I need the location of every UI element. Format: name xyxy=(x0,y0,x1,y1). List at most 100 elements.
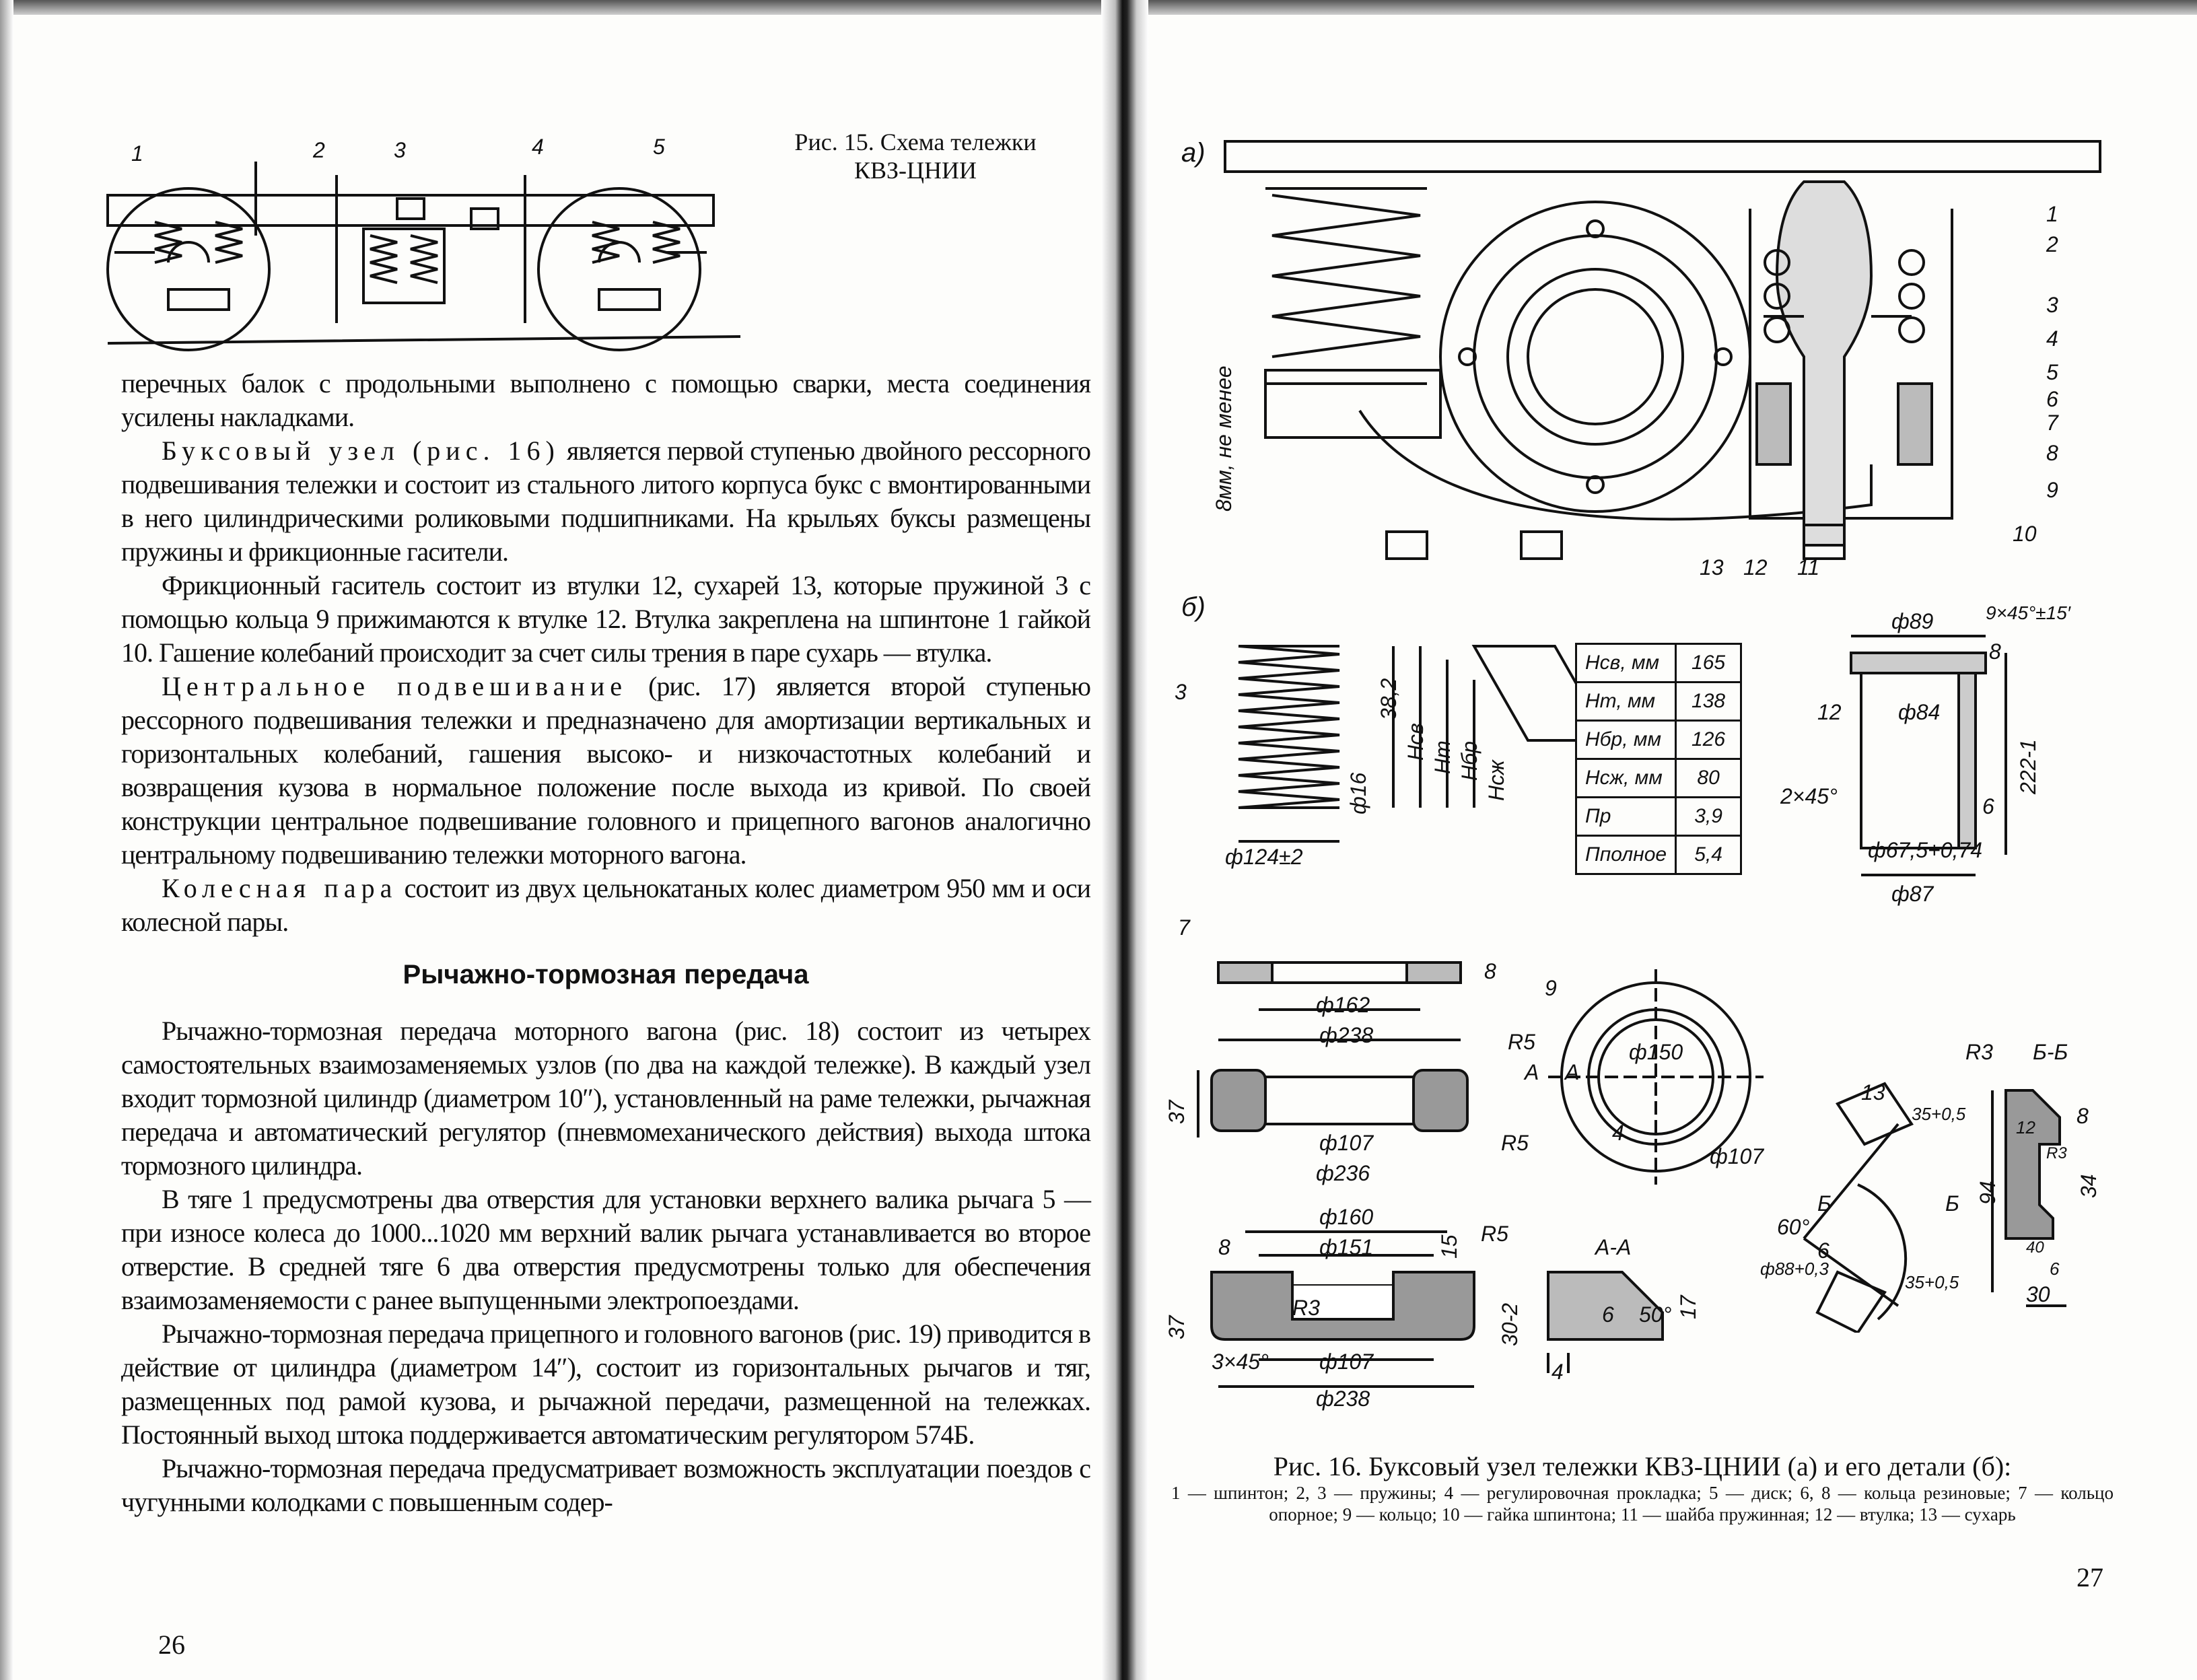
fig16b-letter: б) xyxy=(1181,592,1206,622)
bushing-drawing xyxy=(1850,635,2007,876)
fig15-bogie-diagram xyxy=(106,162,741,351)
section-bb-label: 35+0,5 xyxy=(1912,1104,1966,1124)
spring-label: Hбр xyxy=(1457,741,1481,781)
ring8-label: 15 xyxy=(1437,1234,1461,1259)
section-bb-label: R3 xyxy=(1965,1040,1993,1064)
paragraph: Центральное подвешивание (рис. 17) являе… xyxy=(121,670,1091,872)
section-heading: Рычажно-тормозная передача xyxy=(403,960,809,989)
param-name: Hт, мм xyxy=(1574,681,1677,722)
ring7-label: 7 xyxy=(1178,915,1190,940)
ring8-label: ф151 xyxy=(1319,1235,1374,1259)
fig15-caption-line2: КВЗ-ЦНИИ xyxy=(853,157,977,184)
ring9-drawing xyxy=(1548,969,1764,1185)
fig16a-letter: а) xyxy=(1181,138,1206,168)
section-bb-label: 12 xyxy=(2016,1117,2035,1138)
spring-label: 3 xyxy=(1175,680,1187,704)
book-spine xyxy=(1101,0,1148,1680)
fig16a-label: 11 xyxy=(1797,555,1820,580)
paragraph: Рычажно-тормозная передача прицепного и … xyxy=(121,1319,1091,1450)
left-page-text: перечных балок с продольными выполнено с… xyxy=(121,367,1091,1519)
fig16a-label: 4 xyxy=(2046,326,2058,351)
ring8-label: ф107 xyxy=(1319,1350,1374,1374)
ring7-label: ф107 xyxy=(1319,1131,1374,1155)
spaced-term: Буксовый узел (рис. 16) xyxy=(162,435,560,466)
fig15-label: 4 xyxy=(532,135,544,159)
section-aa-label: 17 xyxy=(1676,1295,1700,1319)
bushing-label: 9×45°±15′ xyxy=(1986,602,2071,623)
fig15-label: 3 xyxy=(394,138,406,162)
paragraph: Колесная пара состоит из двух цельноката… xyxy=(121,872,1091,939)
param-value: 3,9 xyxy=(1675,796,1743,837)
fig16a-gap-note: 8мм, не менее xyxy=(1212,365,1236,512)
paragraph: Фрикционный гаситель состоит из втулки 1… xyxy=(121,570,1091,668)
fig15-label: 5 xyxy=(653,135,665,159)
section-bb-label: Б xyxy=(1817,1191,1832,1216)
spring-label: Hсв xyxy=(1403,723,1428,761)
bushing-label: 6 xyxy=(1982,794,1994,818)
fig16b-spring-drawing xyxy=(1238,645,1575,843)
section-bb-label: Б-Б xyxy=(2033,1040,2068,1064)
ring7-label: R5 xyxy=(1501,1131,1529,1155)
section-bb-label: 6 xyxy=(1817,1238,1829,1263)
page-number-left: 26 xyxy=(158,1630,185,1660)
section-aa-label: 50° xyxy=(1639,1302,1672,1327)
fig16-caption: Рис. 16. Буксовый узел тележки КВЗ-ЦНИИ … xyxy=(1171,1450,2114,1525)
section-bb-label: 6 xyxy=(2050,1259,2060,1279)
ring7-label: ф162 xyxy=(1316,993,1370,1017)
page-number-right: 27 xyxy=(2077,1562,2103,1593)
paragraph-text: (рис. 17) является второй ступенью рессо… xyxy=(121,671,1091,870)
ring8-label: ф160 xyxy=(1319,1205,1374,1229)
ring9-label: A xyxy=(1525,1060,1539,1084)
fig15-label: 1 xyxy=(131,141,143,166)
bushing-label: ф84 xyxy=(1898,700,1941,724)
bushing-label: ф67,5+0,74 xyxy=(1868,838,1982,862)
bushing-label: 2×45° xyxy=(1780,784,1838,808)
bushing-label: 12 xyxy=(1817,700,1842,724)
fig16a-label: 7 xyxy=(2046,411,2058,435)
section-bb-drawing xyxy=(1803,1082,2066,1333)
paragraph: В тяге 1 предусмотрены два отверстия для… xyxy=(121,1184,1091,1315)
spring-label: Hсж xyxy=(1484,760,1508,801)
param-name: Hсв, мм xyxy=(1574,643,1677,683)
section-bb-label: Б xyxy=(1945,1191,1959,1216)
ring8-label: ф238 xyxy=(1316,1387,1370,1411)
section-bb-label: 60° xyxy=(1777,1215,1810,1239)
param-value: 80 xyxy=(1675,758,1743,798)
ring7-label: 8 xyxy=(1484,959,1496,983)
scan-top-edge xyxy=(0,0,2197,15)
section-bb-label: R3 xyxy=(2046,1144,2067,1162)
bushing-label: ф87 xyxy=(1891,882,1934,906)
fig16a-label: 3 xyxy=(2046,293,2058,317)
param-name: Пр xyxy=(1574,796,1677,837)
spaced-term: Центральное подвешивание xyxy=(162,671,627,701)
bushing-label: 8 xyxy=(1989,639,2001,664)
section-aa-drawing xyxy=(1547,1271,1664,1373)
section-aa-label: А-А xyxy=(1595,1235,1632,1259)
ring9-label: 9 xyxy=(1545,976,1557,1000)
fig16a-axle-box-drawing xyxy=(1224,140,2101,560)
section-bb-label: 94 xyxy=(1976,1181,2000,1205)
ring7-label: 37 xyxy=(1164,1100,1189,1124)
fig16a-label: 5 xyxy=(2046,360,2058,384)
ring8-label: 3×45° xyxy=(1212,1350,1269,1374)
spring-label: ф16 xyxy=(1346,772,1370,814)
bushing-label: 222-1 xyxy=(2016,739,2040,794)
ring8-label: 30-2 xyxy=(1498,1302,1522,1346)
fig16a-label: 10 xyxy=(2013,522,2037,546)
section-aa-label: 6 xyxy=(1602,1302,1614,1327)
fig16a-label: 1 xyxy=(2046,202,2058,226)
paragraph-text: является первой ступенью двойного рессор… xyxy=(121,435,1091,567)
fig16a-label: 8 xyxy=(2046,441,2058,465)
ring8-label: 37 xyxy=(1164,1315,1189,1339)
bushing-label: ф89 xyxy=(1891,609,1934,633)
ring7-label: R5 xyxy=(1508,1030,1535,1054)
fig15-caption: Рис. 15. Схема тележки КВЗ-ЦНИИ xyxy=(767,128,1063,184)
fig16a-label: 13 xyxy=(1700,555,1724,580)
